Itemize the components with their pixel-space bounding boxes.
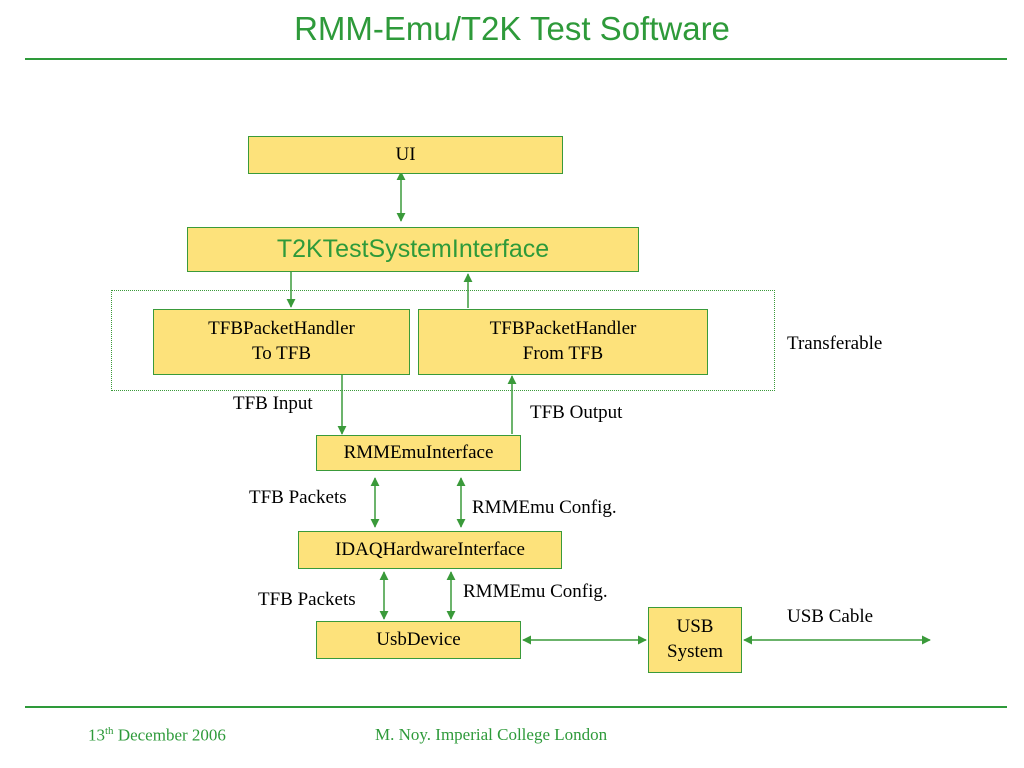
box-rmmemu-interface: RMMEmuInterface: [316, 435, 521, 471]
box-from-tfb-line2: From TFB: [522, 343, 604, 364]
box-rmmemu-label: RMMEmuInterface: [343, 441, 494, 463]
footer-divider: [25, 706, 1007, 708]
box-to-tfb-line2: To TFB: [251, 343, 312, 364]
page-title: RMM-Emu/T2K Test Software: [294, 10, 730, 47]
label-rmmemu-config-1: RMMEmu Config.: [472, 497, 617, 518]
label-tfb-output: TFB Output: [530, 402, 623, 423]
box-from-tfb-line1: TFBPacketHandler: [489, 318, 637, 340]
label-rmmemu-config-2: RMMEmu Config.: [463, 581, 608, 602]
box-tfb-packet-handler-to: TFBPacketHandler To TFB: [153, 309, 410, 375]
label-tfb-packets-1: TFB Packets: [249, 487, 347, 508]
box-usbdevice-label: UsbDevice: [376, 628, 461, 650]
box-tfb-packet-handler-from: TFBPacketHandler From TFB: [418, 309, 708, 375]
box-to-tfb-line1: TFBPacketHandler: [208, 318, 355, 340]
box-t2k-label: T2KTestSystemInterface: [276, 235, 550, 264]
box-usb-device: UsbDevice: [316, 621, 521, 659]
box-ui: UI: [248, 136, 563, 174]
footer-date: 13th December 2006: [88, 725, 226, 746]
box-idaq-hardware-interface: IDAQHardwareInterface: [298, 531, 562, 569]
transferable-group: [111, 290, 775, 391]
footer-date-suffix: th: [105, 725, 114, 737]
footer-date-day: 13: [88, 725, 105, 745]
box-usb-system: USB System: [648, 607, 742, 673]
box-ui-label: UI: [395, 143, 416, 165]
footer-author: M. Noy. Imperial College London: [375, 725, 608, 744]
box-usbsystem-line2: System: [667, 641, 723, 662]
footer-date-rest: December 2006: [113, 725, 226, 745]
box-t2k-test-system-interface: T2KTestSystemInterface: [187, 227, 639, 272]
header-divider: [25, 58, 1007, 60]
box-idaq-label: IDAQHardwareInterface: [335, 538, 525, 560]
box-usbsystem-line1: USB: [676, 616, 714, 638]
label-tfb-packets-2: TFB Packets: [258, 589, 356, 610]
label-usb-cable: USB Cable: [787, 606, 874, 627]
label-transferable: Transferable: [787, 333, 883, 354]
label-tfb-input: TFB Input: [233, 393, 313, 414]
